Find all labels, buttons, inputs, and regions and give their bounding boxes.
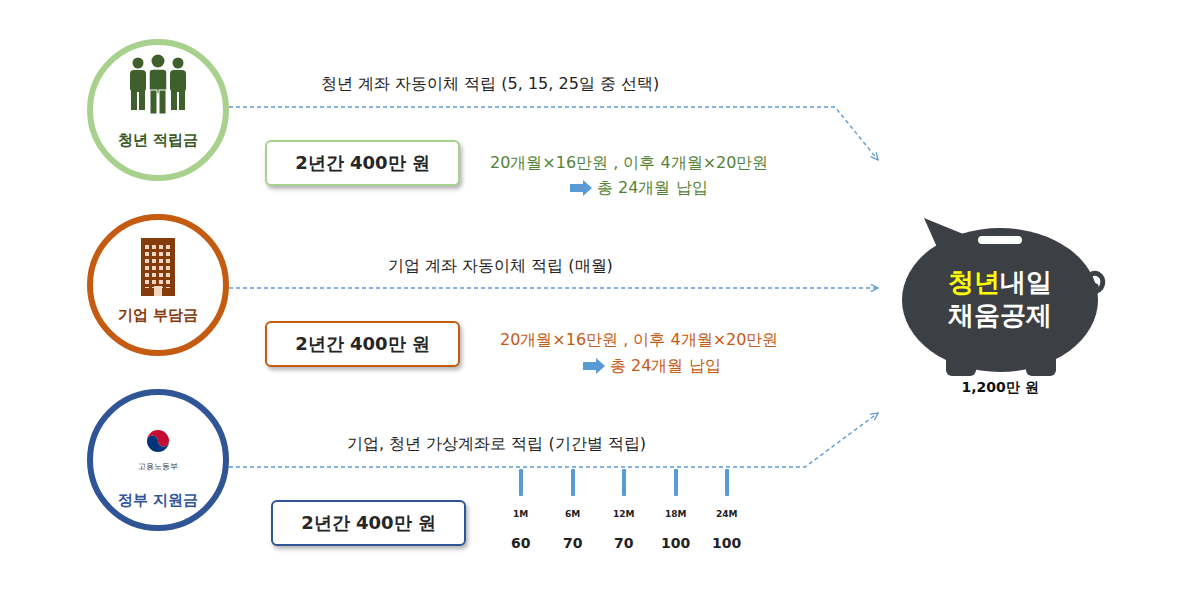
emblem-icon bbox=[147, 430, 169, 452]
dashed-connector bbox=[229, 413, 878, 467]
total-amount: 1,200만 원 bbox=[878, 379, 1122, 397]
month-amount: 100 bbox=[661, 535, 690, 551]
month-amount: 70 bbox=[614, 535, 633, 551]
edge-label: 청년 계좌 자동이체 적립 (5, 15, 25일 중 선택) bbox=[319, 74, 661, 95]
circle-label: 기업 부담금 bbox=[93, 306, 223, 325]
edge-label: 기업 계좌 자동이체 적립 (매월) bbox=[386, 256, 615, 277]
people-icon bbox=[130, 55, 186, 115]
month-amount: 100 bbox=[712, 535, 741, 551]
piggy-text: 청년 bbox=[948, 267, 1000, 297]
amount-box: 2년간 400만 원 bbox=[265, 321, 460, 367]
piggy-bank: 청년내일채움공제1,200만 원 bbox=[878, 160, 1110, 413]
dashed-connector bbox=[229, 287, 878, 288]
amount-text: 2년간 400만 원 bbox=[301, 511, 436, 535]
month-amount: 70 bbox=[563, 535, 582, 551]
month-label: 6M bbox=[565, 509, 580, 519]
amount-box: 2년간 400만 원 bbox=[271, 500, 466, 546]
category-circle: 고용노동부정부 지원금 bbox=[87, 389, 229, 531]
month-label: 24M bbox=[716, 509, 737, 519]
amount-text: 2년간 400만 원 bbox=[295, 151, 430, 175]
month-label: 18M bbox=[665, 509, 686, 519]
month-amount: 60 bbox=[511, 535, 530, 551]
month-label: 1M bbox=[513, 509, 528, 519]
payment-note: 20개월×16만원 , 이후 4개월×20만원 bbox=[490, 153, 768, 174]
circle-label: 고용노동부 bbox=[93, 461, 223, 472]
category-circle: 청년 적립금 bbox=[87, 39, 229, 181]
piggy-text: 채움공제 bbox=[948, 300, 1052, 330]
amount-text: 2년간 400만 원 bbox=[295, 332, 430, 356]
payment-total: 총 24개월 납입 bbox=[597, 178, 708, 199]
category-circle: 기업 부담금 bbox=[87, 214, 229, 356]
month-label: 12M bbox=[613, 509, 634, 519]
piggy-text: 내일 bbox=[1000, 267, 1052, 297]
block-arrow bbox=[583, 358, 605, 374]
amount-box: 2년간 400만 원 bbox=[265, 140, 460, 186]
building-icon bbox=[141, 238, 175, 296]
circle-label: 청년 적립금 bbox=[93, 131, 223, 150]
circle-label: 정부 지원금 bbox=[93, 491, 223, 510]
timeline-ticks bbox=[519, 469, 729, 496]
piggy-title: 청년내일채움공제 bbox=[878, 266, 1122, 332]
edge-label: 기업, 청년 가상계좌로 적립 (기간별 적립) bbox=[345, 434, 648, 455]
block-arrow bbox=[570, 180, 592, 196]
payment-note: 20개월×16만원 , 이후 4개월×20만원 bbox=[500, 330, 778, 351]
payment-total: 총 24개월 납입 bbox=[610, 356, 721, 377]
